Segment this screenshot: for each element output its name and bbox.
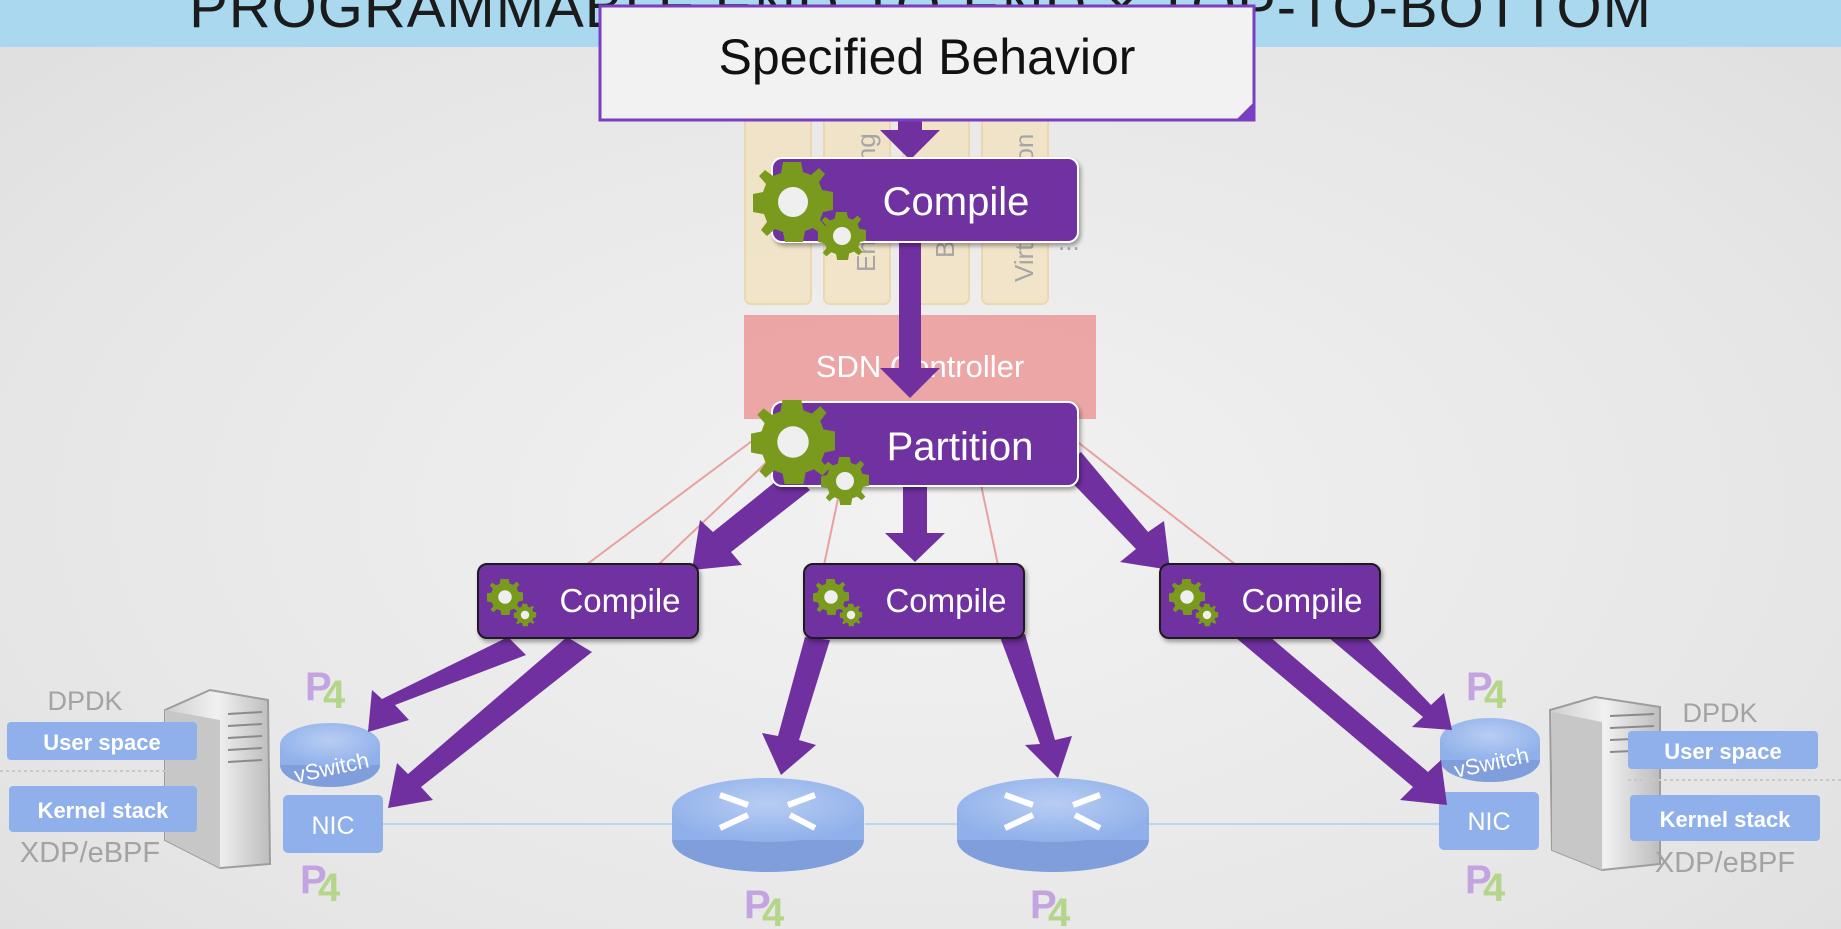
server-icon bbox=[164, 688, 272, 870]
compile-left-label: Compile bbox=[559, 582, 680, 619]
svg-text:4: 4 bbox=[1484, 673, 1507, 717]
compile-mid-box bbox=[803, 563, 1025, 639]
p4-logos: P4 P4 P4 P4 P4 P4 bbox=[300, 665, 1507, 929]
svg-text:P: P bbox=[1030, 883, 1057, 927]
left-xdp-label: XDP/eBPF bbox=[20, 837, 160, 869]
p4-logo-icon: P4 bbox=[1466, 665, 1507, 717]
svg-text:4: 4 bbox=[1483, 866, 1506, 910]
svg-text:P: P bbox=[305, 665, 332, 709]
compile-mid-label: Compile bbox=[885, 582, 1006, 619]
p4-logo-icon: P4 bbox=[744, 883, 785, 929]
p4-logo-icon: P4 bbox=[1465, 858, 1506, 910]
right-xdp-label: XDP/eBPF bbox=[1655, 847, 1795, 879]
server-icon bbox=[1548, 695, 1661, 872]
p4-logo-icon: P4 bbox=[305, 665, 346, 717]
specified-behavior-box: Specified Behavior bbox=[598, 4, 1256, 122]
svg-text:P: P bbox=[1465, 858, 1492, 902]
left-vswitch-icon: vSwitch bbox=[280, 723, 380, 788]
p4-logo-icon: P4 bbox=[300, 858, 341, 910]
p4-logo-icon: P4 bbox=[1030, 883, 1071, 929]
router-2-icon bbox=[957, 778, 1149, 872]
right-nic-label: NIC bbox=[1467, 808, 1510, 836]
compile-right-label: Compile bbox=[1241, 582, 1362, 619]
compile-right-box bbox=[1159, 563, 1381, 639]
left-dpdk-label: DPDK bbox=[47, 686, 122, 716]
svg-text:P: P bbox=[1466, 665, 1493, 709]
specified-behavior-label: Specified Behavior bbox=[719, 29, 1136, 85]
right-user-space-label: User space bbox=[1664, 739, 1781, 764]
svg-text:P: P bbox=[300, 858, 327, 902]
router-1-icon bbox=[672, 778, 864, 872]
partition-label: Partition bbox=[887, 425, 1034, 469]
left-kernel-stack-label: Kernel stack bbox=[38, 798, 170, 823]
right-vswitch-icon: vSwitch bbox=[1440, 718, 1540, 783]
right-kernel-stack-label: Kernel stack bbox=[1660, 807, 1792, 832]
compile-left-box bbox=[477, 563, 699, 639]
svg-text:4: 4 bbox=[323, 673, 346, 717]
left-user-space-label: User space bbox=[43, 730, 160, 755]
control-lines bbox=[585, 434, 1237, 566]
left-nic-label: NIC bbox=[311, 812, 354, 840]
svg-text:P: P bbox=[744, 883, 771, 927]
svg-text:4: 4 bbox=[762, 891, 785, 929]
left-host: DPDK User space Kernel stack XDP/eBPF NI… bbox=[0, 686, 383, 870]
right-dpdk-label: DPDK bbox=[1682, 698, 1757, 728]
top-compile-label: Compile bbox=[883, 180, 1030, 224]
svg-text:4: 4 bbox=[1048, 891, 1071, 929]
flow-arrows bbox=[368, 118, 1452, 808]
svg-text:4: 4 bbox=[318, 866, 341, 910]
right-host: DPDK User space Kernel stack XDP/eBPF NI… bbox=[1439, 695, 1841, 879]
